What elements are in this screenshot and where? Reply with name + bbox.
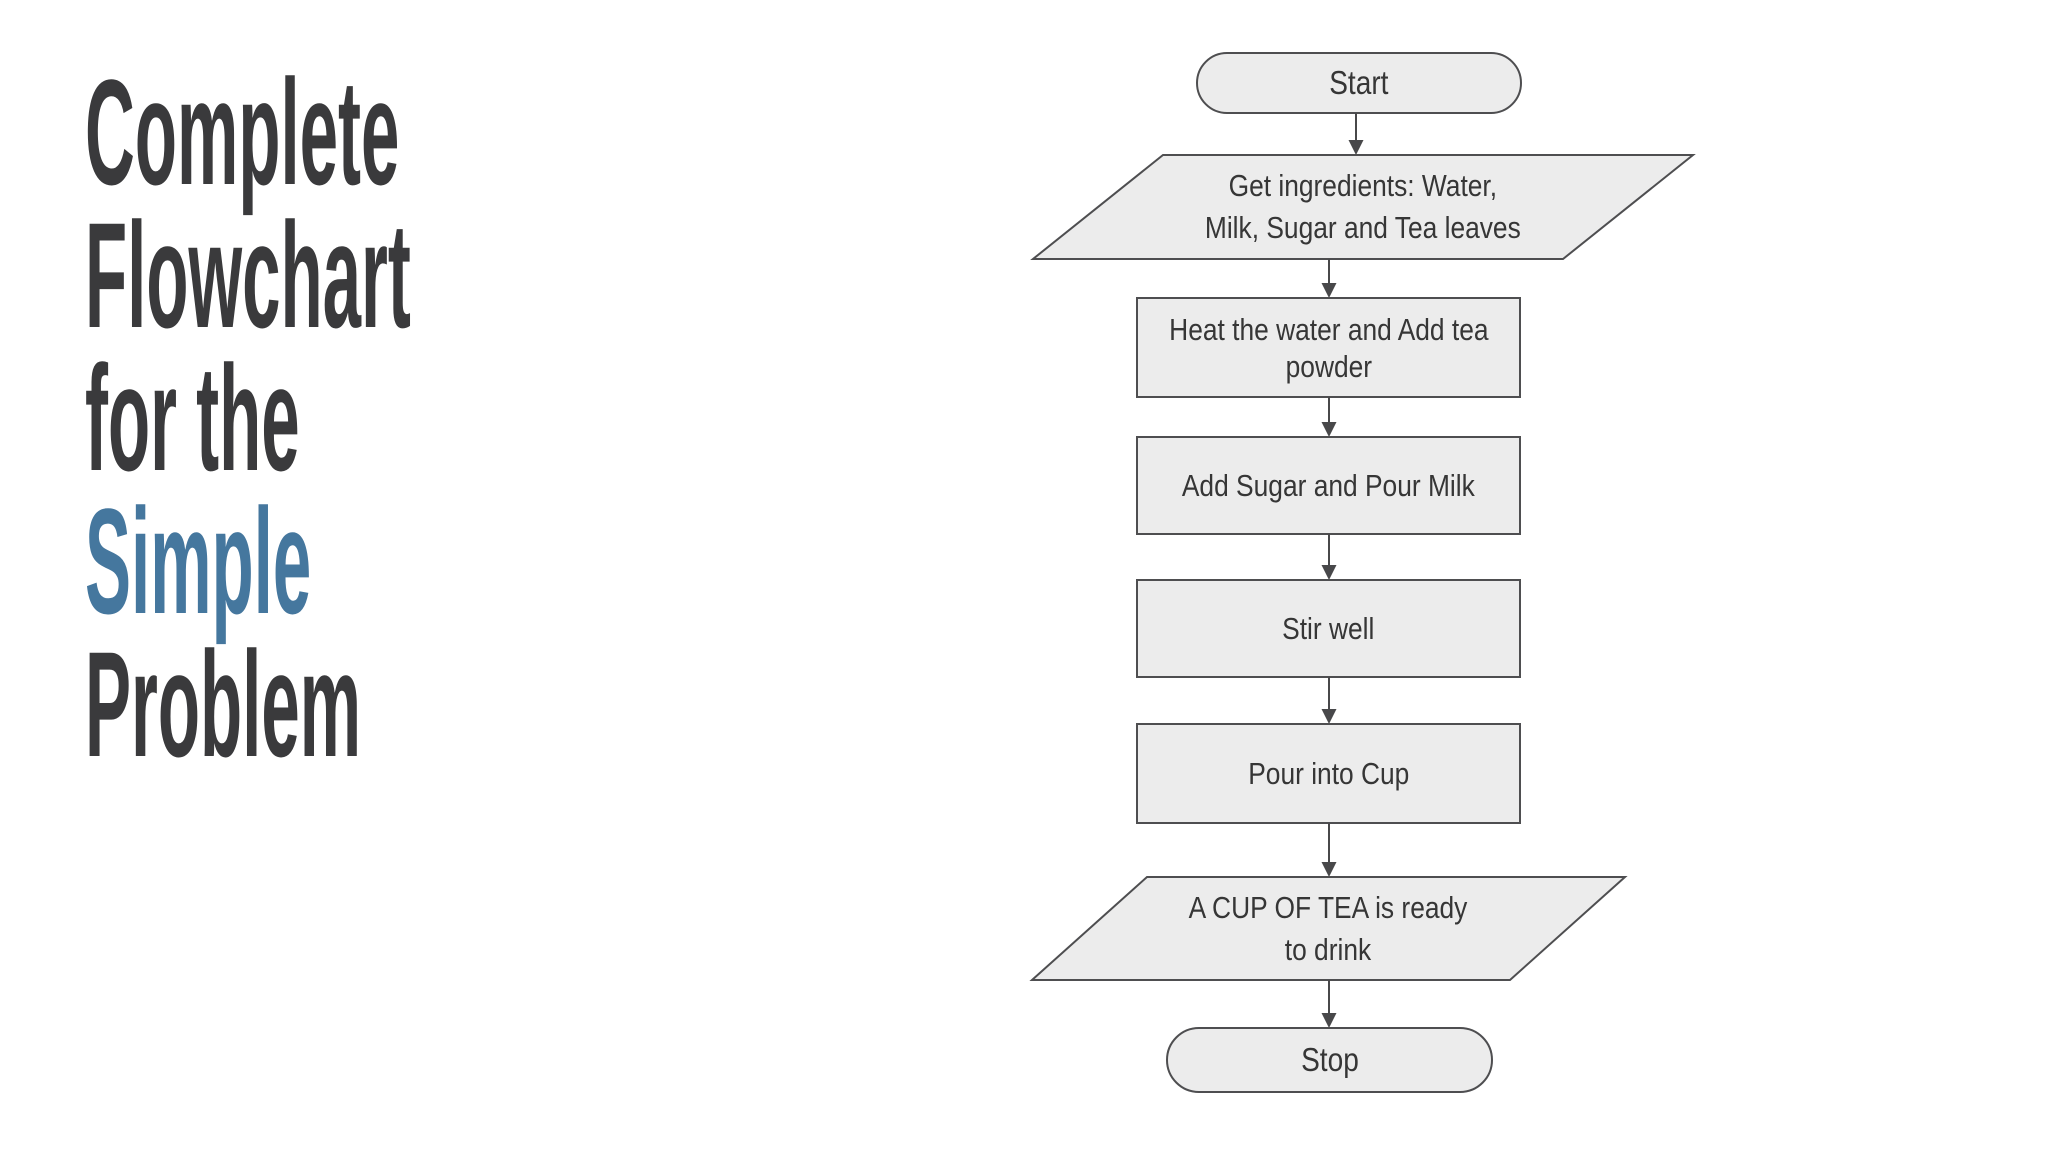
title-line-1: Complete xyxy=(85,48,400,216)
input-parallelogram-ingredients xyxy=(1030,154,1696,260)
output-parallelogram-tea-ready xyxy=(1029,876,1628,981)
process-rect-heat-water xyxy=(1136,297,1521,398)
flow-arrowhead-icon xyxy=(1321,422,1337,437)
flow-arrowhead-icon xyxy=(1321,565,1337,580)
title-line-2: Flowchart xyxy=(85,191,411,359)
process-rect-pour-into-cup xyxy=(1136,723,1521,824)
flow-arrowhead-icon xyxy=(1321,283,1337,298)
title-line-4-accent: Simple xyxy=(85,477,312,645)
stop-terminator-shape xyxy=(1166,1027,1493,1093)
flow-arrowhead-icon xyxy=(1321,1013,1337,1028)
flow-arrowhead-icon xyxy=(1348,140,1364,155)
process-rect-add-sugar-milk xyxy=(1136,436,1521,535)
start-terminator-shape xyxy=(1196,52,1522,114)
flow-arrowhead-icon xyxy=(1321,709,1337,724)
process-rect-stir-well xyxy=(1136,579,1521,678)
title-line-3: for the xyxy=(85,334,300,502)
title-line-5: Problem xyxy=(85,620,362,788)
slide-title: Complete Flowchart for the Simple Proble… xyxy=(85,48,793,788)
flow-arrowhead-icon xyxy=(1321,862,1337,877)
